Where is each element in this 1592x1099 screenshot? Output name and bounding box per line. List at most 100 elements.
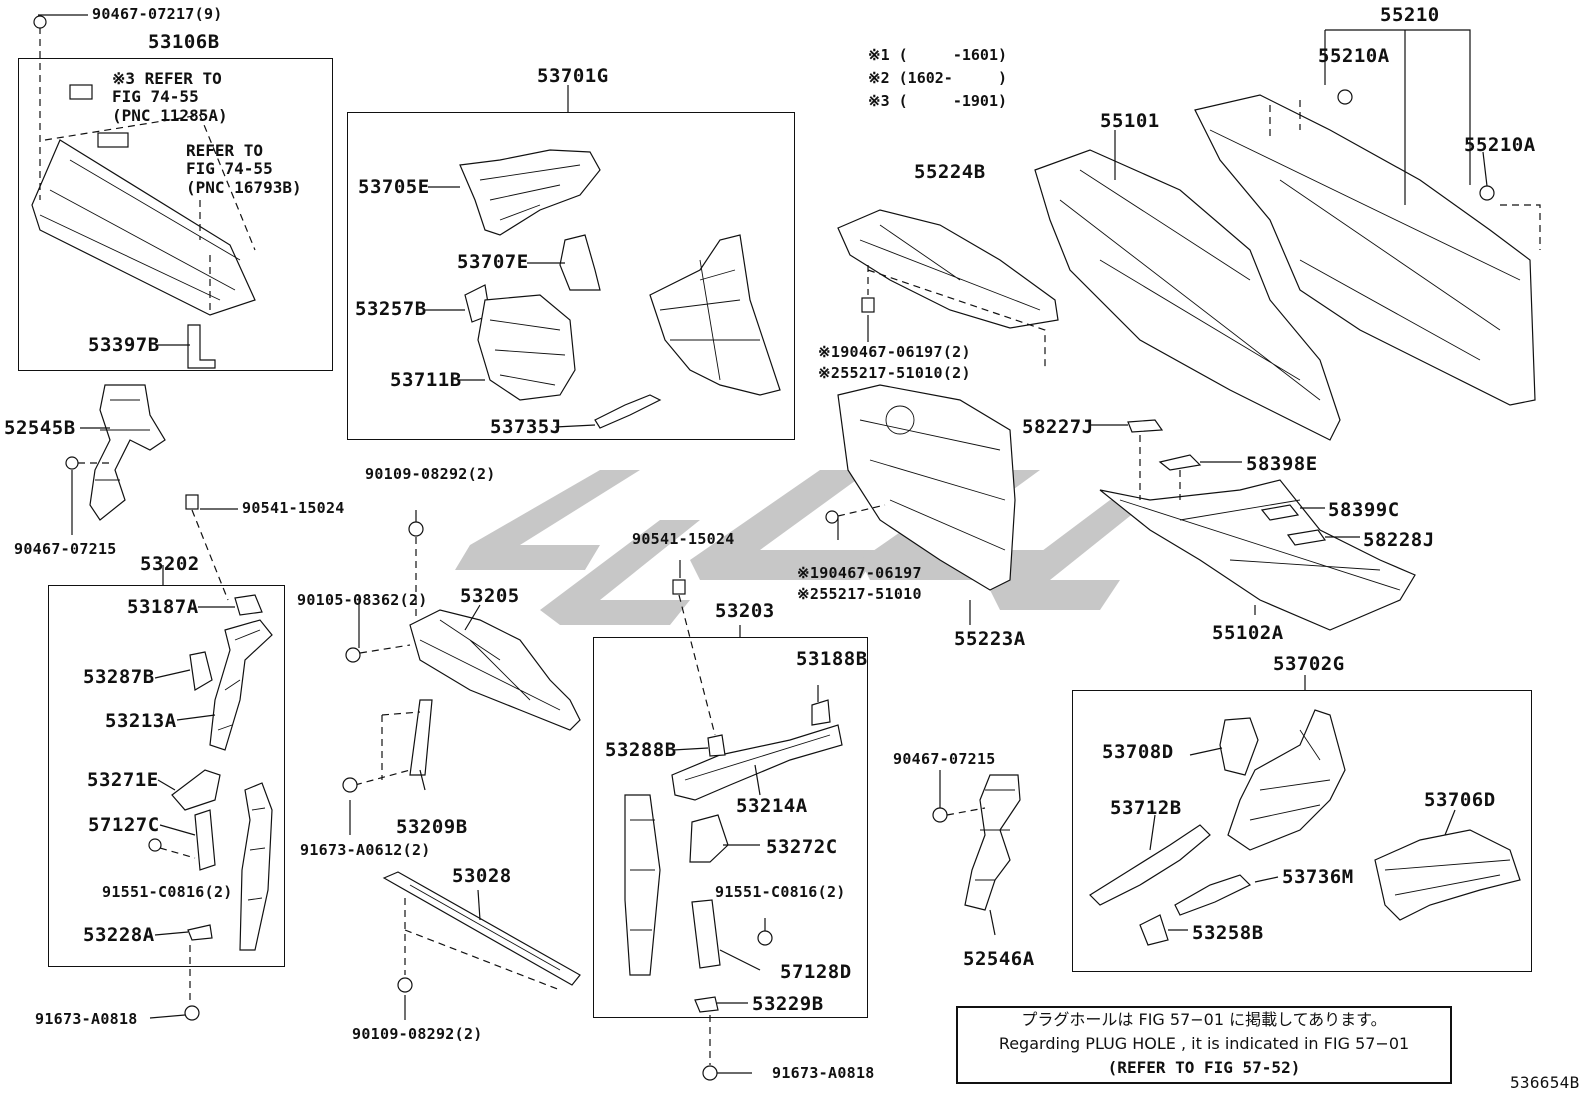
part-label-53711b[interactable]: 53711B	[390, 369, 462, 391]
part-53272c	[689, 814, 729, 863]
part-label-53397b[interactable]: 53397B	[88, 334, 160, 356]
legend-note-3: ※3 ( -1901)	[868, 92, 1007, 110]
part-label-55223a[interactable]: 55223A	[954, 628, 1026, 650]
refer-note-16793b: REFER TO FIG 74-55 (PNC 16793B)	[186, 141, 302, 197]
part-label-53288b[interactable]: 53288B	[605, 739, 677, 761]
part-label-58227j[interactable]: 58227J	[1022, 416, 1094, 438]
part-53214a	[671, 724, 843, 801]
part-label-53706d[interactable]: 53706D	[1424, 789, 1496, 811]
part-label-53258b[interactable]: 53258B	[1192, 922, 1264, 944]
part-53213a	[209, 619, 273, 751]
part-label-53736m[interactable]: 53736M	[1282, 866, 1354, 888]
part-57127c	[148, 809, 216, 871]
part-label-53028[interactable]: 53028	[452, 865, 512, 887]
part-label-53271e[interactable]: 53271E	[87, 769, 159, 791]
part-label-53214a[interactable]: 53214A	[736, 795, 808, 817]
part-label-52546a[interactable]: 52546A	[963, 948, 1035, 970]
part-label-90105-08362[interactable]: 90105-08362(2)	[297, 591, 428, 609]
group-label-53202: 53202	[140, 553, 200, 575]
part-label-53187a[interactable]: 53187A	[127, 596, 199, 618]
part-label-53205[interactable]: 53205	[460, 585, 520, 607]
part-55102a	[1099, 419, 1416, 631]
group-box-53202	[48, 585, 285, 967]
part-label-55210a-top[interactable]: 55210A	[1318, 45, 1390, 67]
part-label-57128d[interactable]: 57128D	[780, 961, 852, 983]
part-53705e	[459, 149, 601, 236]
part-label-55210[interactable]: 55210	[1380, 4, 1440, 26]
group-label-53701g: 53701G	[537, 65, 609, 87]
part-label-52545b[interactable]: 52545B	[4, 417, 76, 439]
part-label-91673-a0818-left[interactable]: 91673-A0818	[35, 1010, 138, 1028]
part-label-55217-51010[interactable]: ※255217-51010	[797, 585, 922, 603]
part-53711b	[477, 294, 576, 401]
part-53707e	[559, 234, 601, 291]
leader-lines	[38, 14, 1488, 1074]
part-label-55217-51010-2[interactable]: ※255217-51010(2)	[818, 364, 971, 382]
part-label-53735j[interactable]: 53735J	[490, 416, 562, 438]
part-label-90467-07217[interactable]: 90467-07217(9)	[92, 5, 223, 23]
part-53708d	[1219, 717, 1259, 776]
part-label-90109-08292-top[interactable]: 90109-08292(2)	[365, 465, 496, 483]
part-90541-15024-mid	[672, 579, 716, 736]
part-53712b	[1089, 824, 1211, 906]
part-label-53188b[interactable]: 53188B	[796, 648, 868, 670]
plug-hole-notice: プラグホールは FIG 57−01 に掲載してあります。 Regarding P…	[956, 1006, 1452, 1084]
part-label-90109-08292-bottom[interactable]: 90109-08292(2)	[352, 1025, 483, 1043]
part-label-53229b[interactable]: 53229B	[752, 993, 824, 1015]
part-label-91673-a0818-right[interactable]: 91673-A0818	[772, 1064, 875, 1082]
part-label-55210a-right[interactable]: 55210A	[1464, 134, 1536, 156]
part-55223a	[825, 384, 1016, 591]
part-55101	[1034, 149, 1341, 441]
part-53229b	[694, 996, 719, 1081]
notice-english: Regarding PLUG HOLE , it is indicated in…	[998, 1034, 1410, 1053]
part-53028	[382, 871, 581, 993]
legend-note-2: ※2 (1602- )	[868, 69, 1007, 87]
part-label-55224b[interactable]: 55224B	[914, 161, 986, 183]
part-label-53257b[interactable]: 53257B	[355, 298, 427, 320]
part-52546a	[932, 774, 1021, 911]
part-label-91551-c0816-left[interactable]: 91551-C0816(2)	[102, 883, 233, 901]
part-55224b	[837, 209, 1059, 370]
part-53228a	[184, 924, 213, 1021]
notice-refer: (REFER TO FIG 57-52)	[1107, 1058, 1301, 1077]
part-label-57127c[interactable]: 57127C	[88, 814, 160, 836]
part-53187a	[234, 594, 263, 616]
part-label-55102a[interactable]: 55102A	[1212, 622, 1284, 644]
part-label-91551-c0816-right[interactable]: 91551-C0816(2)	[715, 883, 846, 901]
part-label-90541-15024-left[interactable]: 90541-15024	[242, 499, 345, 517]
part-label-53708d[interactable]: 53708D	[1102, 741, 1174, 763]
part-52545b	[65, 384, 166, 521]
part-53209b	[342, 699, 433, 793]
part-label-91673-a0612[interactable]: 91673-A0612(2)	[300, 841, 431, 859]
group-label-53203: 53203	[715, 600, 775, 622]
part-apron-53701g	[649, 234, 781, 396]
part-label-53209b[interactable]: 53209B	[396, 816, 468, 838]
part-pillar-left	[239, 782, 273, 951]
part-label-53287b[interactable]: 53287B	[83, 666, 155, 688]
part-label-53707e[interactable]: 53707E	[457, 251, 529, 273]
group-box-53203	[593, 637, 868, 1018]
part-label-58398e[interactable]: 58398E	[1246, 453, 1318, 475]
part-53735j	[594, 394, 662, 429]
part-53188b	[811, 699, 831, 726]
part-label-53272c[interactable]: 53272C	[766, 836, 838, 858]
part-label-90467-07215-left[interactable]: 90467-07215	[14, 540, 117, 558]
group-label-53106b: 53106B	[148, 31, 220, 53]
part-label-90467-06197-2[interactable]: ※190467-06197(2)	[818, 343, 971, 361]
part-label-53712b[interactable]: 53712B	[1110, 797, 1182, 819]
part-53258b	[1139, 914, 1169, 946]
part-label-55101[interactable]: 55101	[1100, 110, 1160, 132]
part-label-90541-15024-mid[interactable]: 90541-15024	[632, 530, 735, 548]
part-label-53213a[interactable]: 53213A	[105, 710, 177, 732]
part-label-53705e[interactable]: 53705E	[358, 176, 430, 198]
part-53106b-cover	[31, 15, 256, 369]
group-box-53106b	[18, 58, 333, 371]
part-53287b	[189, 651, 213, 691]
part-label-90467-07215-right[interactable]: 90467-07215	[893, 750, 996, 768]
part-55210	[1194, 89, 1541, 406]
part-label-90467-06197[interactable]: ※190467-06197	[797, 564, 922, 582]
part-label-58399c[interactable]: 58399C	[1328, 499, 1400, 521]
part-label-53228a[interactable]: 53228A	[83, 924, 155, 946]
part-label-58228j[interactable]: 58228J	[1363, 529, 1435, 551]
